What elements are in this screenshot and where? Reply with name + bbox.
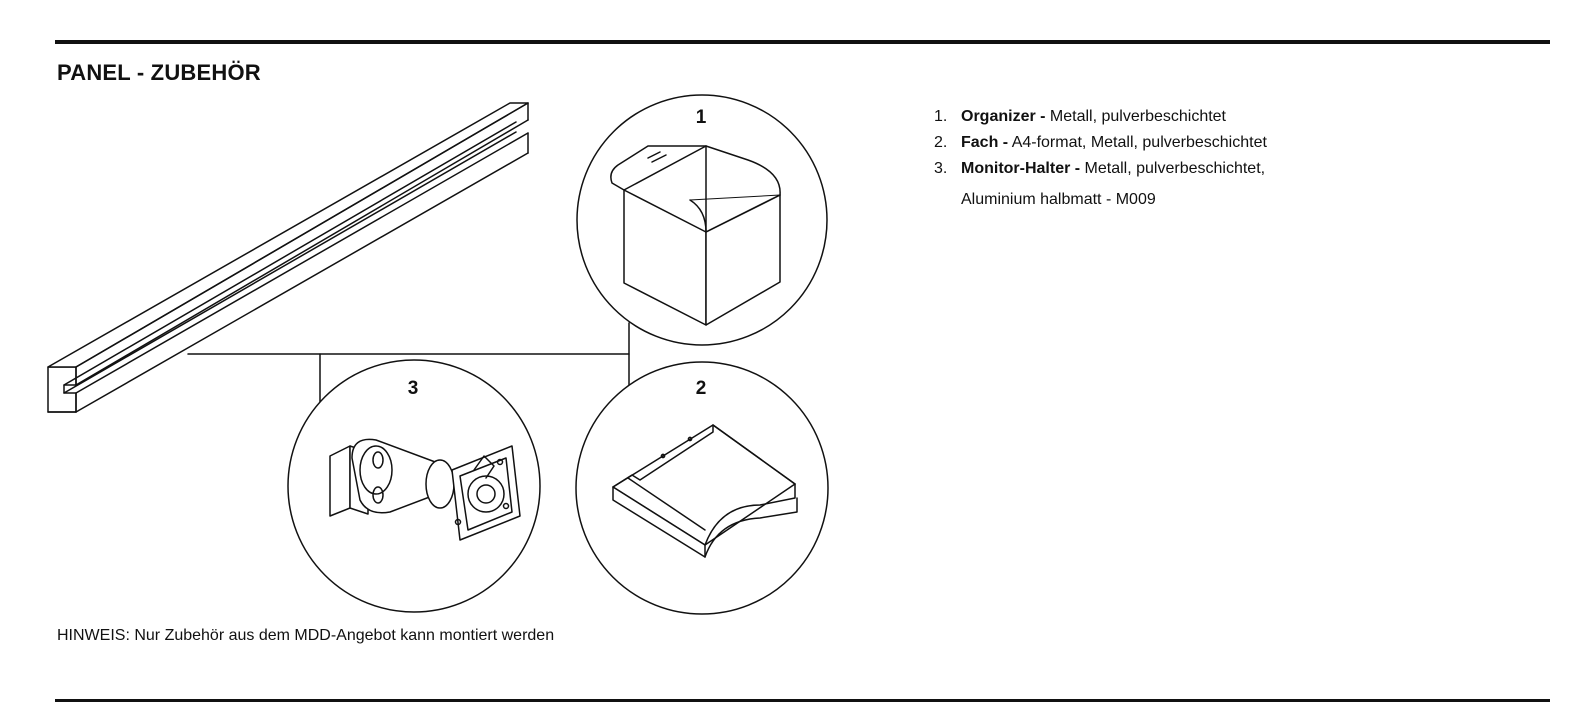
top-divider bbox=[55, 40, 1550, 44]
legend-number: 1. bbox=[934, 108, 948, 125]
callout-organizer: 1 bbox=[576, 94, 828, 346]
callout-2-label: 2 bbox=[696, 378, 707, 399]
bottom-divider bbox=[55, 699, 1550, 702]
callout-monitor-arm: 3 bbox=[287, 359, 541, 613]
accessory-legend: 1.Organizer - Metall, pulverbeschichtet … bbox=[934, 104, 1267, 213]
legend-item-monitor-arm: 3. Monitor-Halter - Metall, pulverbeschic… bbox=[934, 156, 1267, 213]
legend-item-description: A4-format, Metall, pulverbeschichtet bbox=[1008, 134, 1267, 151]
legend-item-description-continued: Aluminium halbmatt - M009 bbox=[961, 191, 1156, 208]
mounting-note: HINWEIS: Nur Zubehör aus dem MDD-Angebot… bbox=[57, 627, 555, 644]
callout-3-label: 3 bbox=[408, 378, 419, 399]
legend-item-name: Fach - bbox=[961, 134, 1009, 151]
legend-item-tray: 2. Fach - A4-format, Metall, pulverbeschi… bbox=[934, 130, 1267, 156]
legend-item-name: Monitor-Halter - bbox=[961, 160, 1081, 177]
legend-number: 2. bbox=[934, 134, 948, 151]
legend-number: 3. bbox=[934, 160, 948, 177]
page-title: PANEL - ZUBEHÖR bbox=[57, 60, 261, 85]
legend-item-name: Organizer - bbox=[961, 108, 1046, 125]
legend-item-organizer: 1. Organizer - Metall, pulverbeschichtet bbox=[934, 104, 1267, 130]
callout-1-label: 1 bbox=[696, 107, 707, 128]
accessory-illustration: 1 2 3 bbox=[47, 94, 829, 615]
legend-item-description: Metall, pulverbeschichtet bbox=[1045, 108, 1226, 125]
leader-lines bbox=[187, 322, 630, 409]
callout-tray: 2 bbox=[575, 361, 829, 615]
legend-item-description: Metall, pulverbeschichtet, bbox=[1080, 160, 1266, 177]
panel-rail-drawing bbox=[47, 102, 529, 413]
